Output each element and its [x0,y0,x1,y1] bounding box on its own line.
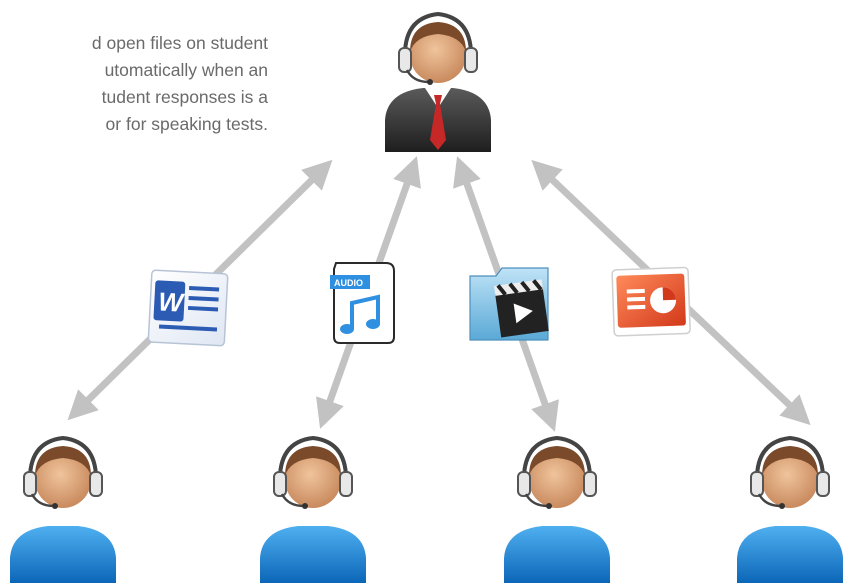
word-document-icon: W [147,269,229,347]
audio-file-icon: AUDIO [330,262,395,344]
student-avatar [737,435,843,583]
audio-label: AUDIO [334,278,363,288]
description-line: d open files on student [91,33,268,53]
teacher-avatar [385,11,491,152]
description-line: or for speaking tests. [105,114,268,134]
tie-icon [430,95,446,150]
svg-text:W: W [158,286,187,317]
student-avatar [10,435,116,583]
student-avatar [260,435,366,583]
student-avatar [504,435,610,583]
description-line: tudent responses is a [101,87,268,107]
video-folder-icon [469,267,549,341]
description-text: d open files on student utomatically whe… [0,30,268,138]
description-line: utomatically when an [104,60,268,80]
powerpoint-icon [611,266,691,337]
